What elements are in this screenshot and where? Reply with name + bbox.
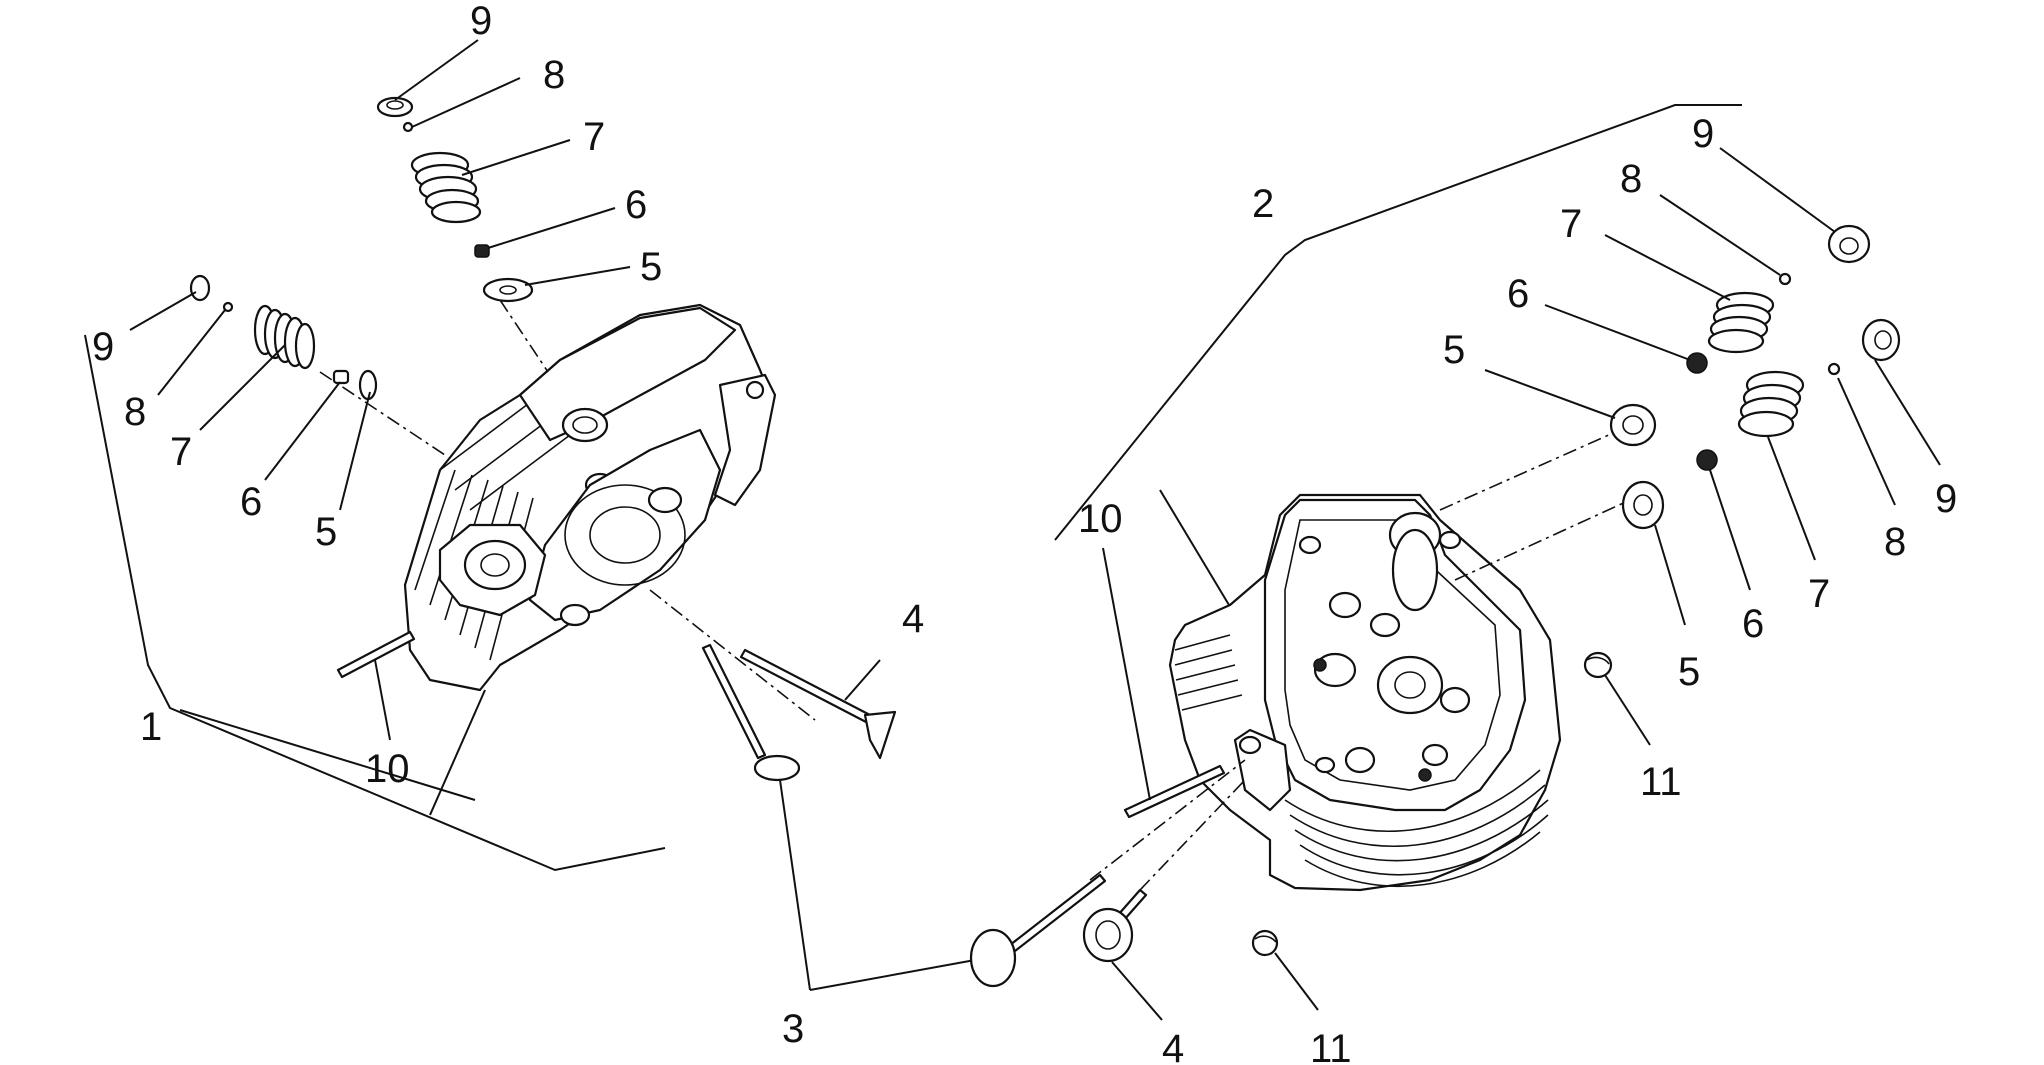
callout-5-right-upper: 5	[1443, 328, 1465, 372]
callout-labels: 1 2 3 4 4 9 8 7 6 5 9 8 7 6 5 10 9 8 7 6…	[92, 0, 1957, 1065]
callout-6-left-top: 6	[625, 183, 647, 227]
left-exploded-axes	[319, 299, 816, 721]
right-valve-3	[969, 873, 1107, 988]
left-valve-intake	[701, 643, 801, 782]
callout-1: 1	[140, 705, 162, 749]
callout-10-left: 10	[365, 747, 410, 791]
left-cylinder-head	[403, 303, 777, 692]
right-upper-valve-train	[1609, 224, 1871, 447]
callout-4-right: 4	[1162, 1027, 1184, 1065]
callout-6-right-lower: 6	[1742, 602, 1764, 646]
callout-6-right-upper: 6	[1507, 272, 1529, 316]
callout-6-left-side: 6	[240, 480, 262, 524]
dowel-lower	[1251, 929, 1279, 957]
callout-9-right-upper: 9	[1692, 112, 1714, 156]
callout-11-upper: 11	[1640, 760, 1682, 804]
callout-8-right-lower: 8	[1884, 520, 1906, 564]
right-lower-valve-train	[1621, 318, 1901, 530]
callout-5-left-side: 5	[315, 510, 337, 554]
left-assembly-bracket	[84, 334, 666, 872]
callout-5-left-top: 5	[640, 245, 662, 289]
right-lower-spring	[1737, 370, 1805, 438]
left-stud	[336, 630, 416, 679]
right-stud	[1123, 764, 1226, 819]
callout-9-left-top: 9	[470, 0, 492, 43]
callout-4-left: 4	[902, 597, 924, 641]
left-leader-lines	[129, 39, 976, 991]
callout-7-left-top: 7	[583, 115, 605, 159]
callout-9-left-side: 9	[92, 325, 114, 369]
right-upper-spring	[1707, 291, 1775, 354]
dowel-upper	[1583, 651, 1613, 679]
left-valve-exhaust	[739, 648, 897, 760]
callout-9-right-lower: 9	[1935, 477, 1957, 521]
left-top-valve-train	[376, 96, 534, 303]
callout-8-right-upper: 8	[1620, 157, 1642, 201]
callout-10-right: 10	[1078, 497, 1123, 541]
left-side-spring	[253, 304, 316, 370]
callout-7-left-side: 7	[170, 430, 192, 474]
callout-7-right-upper: 7	[1560, 202, 1582, 246]
right-cylinder-head	[1168, 493, 1562, 892]
callout-8-left-side: 8	[124, 390, 146, 434]
callout-8-left-top: 8	[543, 53, 565, 97]
callout-2: 2	[1252, 182, 1274, 226]
callout-3: 3	[782, 1007, 804, 1051]
left-side-valve-train	[189, 274, 378, 401]
right-exploded-axes	[1089, 429, 1631, 891]
right-leader-lines	[1102, 147, 1941, 1021]
right-assembly-bracket	[1054, 104, 1742, 616]
callout-5-right-lower: 5	[1678, 650, 1700, 694]
callout-11-lower: 11	[1310, 1027, 1352, 1065]
left-top-spring	[410, 151, 482, 224]
callout-7-right-lower: 7	[1808, 572, 1830, 616]
right-valve-4	[1082, 888, 1148, 963]
